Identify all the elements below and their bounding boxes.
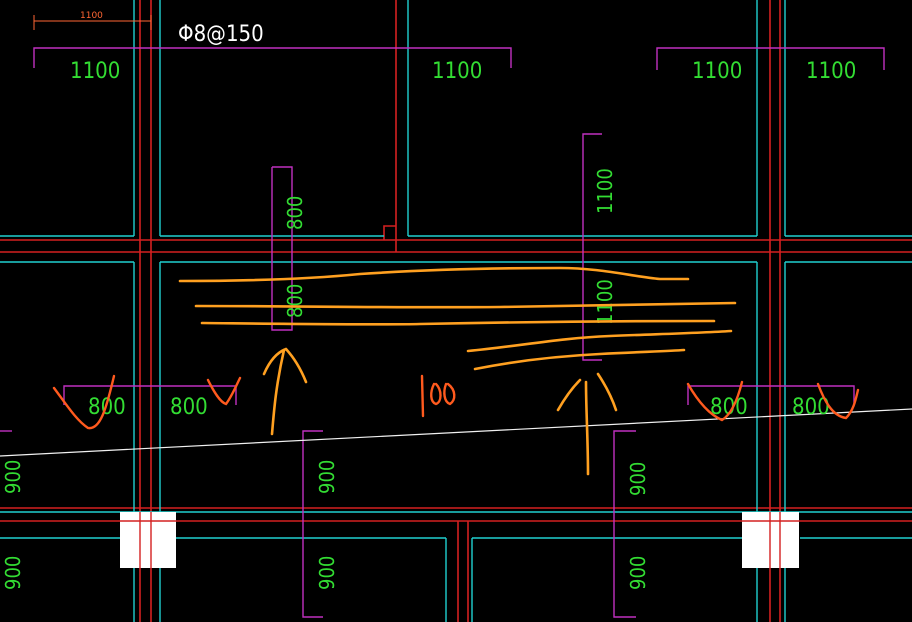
top-dimension-labels: 1100 1100 1100 1100 — [70, 59, 856, 84]
dim-label-vertical: 1100 — [593, 168, 617, 214]
dim-label: 1100 — [692, 59, 742, 84]
check-mark-icon — [816, 382, 860, 420]
dim-label-vertical: 900 — [626, 462, 650, 496]
markup-strokes — [178, 266, 737, 476]
dim-label-vertical: 900 — [626, 556, 650, 590]
rebar-spec-label: Φ8@150 — [178, 22, 264, 47]
small-dim-label: 1100 — [80, 11, 103, 21]
arrow-up-icon — [584, 380, 590, 476]
reference-line — [0, 408, 912, 457]
dim-label-vertical: 900 — [315, 556, 339, 590]
dim-label: 800 — [88, 395, 126, 420]
rebar-line-vertical — [582, 133, 602, 361]
handwritten-note — [420, 374, 456, 418]
dim-label: 800 — [170, 395, 208, 420]
markup-curves — [52, 374, 860, 430]
beam-line — [383, 225, 396, 240]
markup-stroke — [200, 319, 716, 326]
check-mark-icon — [206, 376, 242, 406]
arrow-up-icon — [262, 347, 308, 384]
check-mark-icon — [52, 374, 116, 430]
rebar-line-side — [687, 385, 855, 405]
markup-stroke — [194, 301, 737, 309]
lower-dimension-labels: 900 900 900 900 900 900 — [1, 460, 650, 590]
dim-label: 1100 — [70, 59, 120, 84]
check-mark-icon — [686, 380, 744, 422]
dim-label-vertical: 900 — [315, 460, 339, 494]
small-dimension: 1100 — [33, 11, 152, 30]
rebar-line-top-left — [33, 47, 512, 68]
side-dimension-labels: 800 800 800 800 — [88, 395, 830, 420]
markup-stroke — [466, 329, 733, 353]
dim-label-vertical: 800 — [283, 284, 307, 318]
rebar-line-top-right — [656, 47, 885, 70]
dim-label-vertical: 1100 — [593, 279, 617, 325]
dimension-lines — [0, 47, 885, 618]
dim-label-vertical: 800 — [283, 196, 307, 230]
arrow-up-icon — [596, 372, 618, 412]
columns — [120, 512, 799, 568]
dim-label-vertical: 900 — [1, 556, 25, 590]
rebar-line-side — [63, 385, 237, 405]
rebar-line-lower — [302, 430, 323, 618]
markup-stroke — [178, 266, 690, 283]
arrow-up-icon — [556, 378, 582, 412]
dim-label: 1100 — [432, 59, 482, 84]
rebar-line-vertical — [271, 166, 293, 331]
dim-label: 1100 — [806, 59, 856, 84]
dim-label-vertical: 900 — [1, 460, 25, 494]
vertical-dimension-labels: 800 1100 800 1100 — [283, 168, 617, 325]
markup-stroke — [473, 348, 686, 371]
arrow-up-icon — [270, 348, 286, 436]
rebar-line-lower — [613, 430, 636, 618]
